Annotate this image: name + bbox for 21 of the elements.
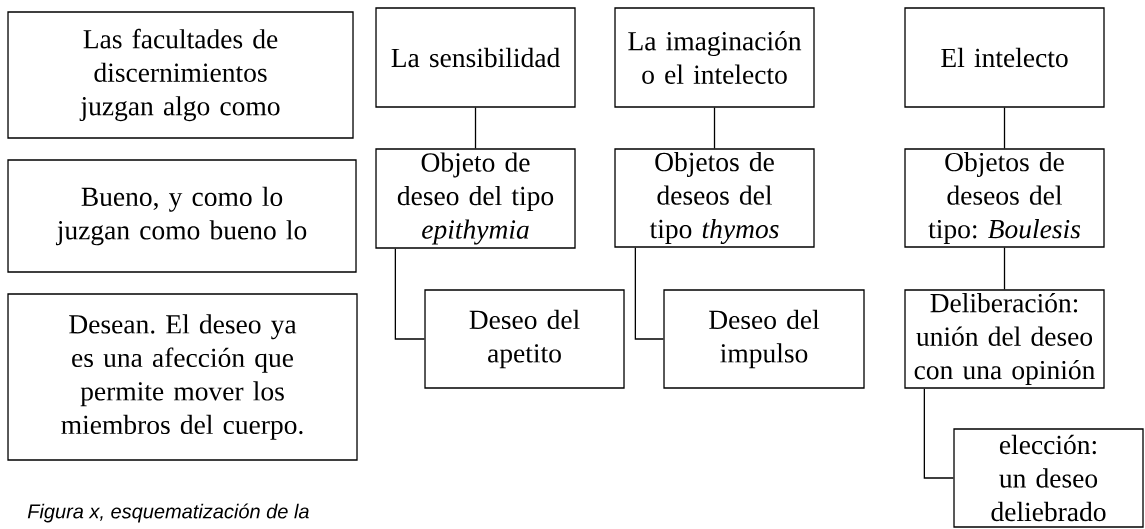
caption: Figura x, esquematización de la [27,503,309,523]
concept-box: elección: un deseo deliebrado [953,428,1144,528]
text-box: Las facultades de discernimientos juzgan algo como [7,11,354,139]
concept-box: Objetos de deseos del tipo: Boulesis [904,148,1105,248]
concept-box: Objetos de deseos del tipo thymos [614,148,815,248]
connector-line [394,248,425,340]
concept-box: Deliberación: unión del deseo con una opinión [904,289,1105,389]
concept-box: La imaginación o el intelecto [614,7,815,108]
connector-line [1003,247,1006,290]
text-box: Desean. El deseo ya es una afección que permite mover los miembros del cuerpo. [7,293,358,461]
connector-line [634,247,664,340]
connector-line [474,107,477,149]
connector-line [1003,107,1006,149]
connector-line [923,388,954,479]
concept-box: La sensibilidad [375,7,576,108]
concept-box: El intelecto [904,7,1105,108]
text-box: Bueno, y como lo juzgan como bueno lo [7,159,357,273]
concept-box: Deseo del apetito [424,289,625,389]
concept-box: Objeto de deseo del tipo epithymia [375,148,576,249]
connector-line [713,107,716,149]
concept-box: Deseo del impulso [663,289,865,389]
